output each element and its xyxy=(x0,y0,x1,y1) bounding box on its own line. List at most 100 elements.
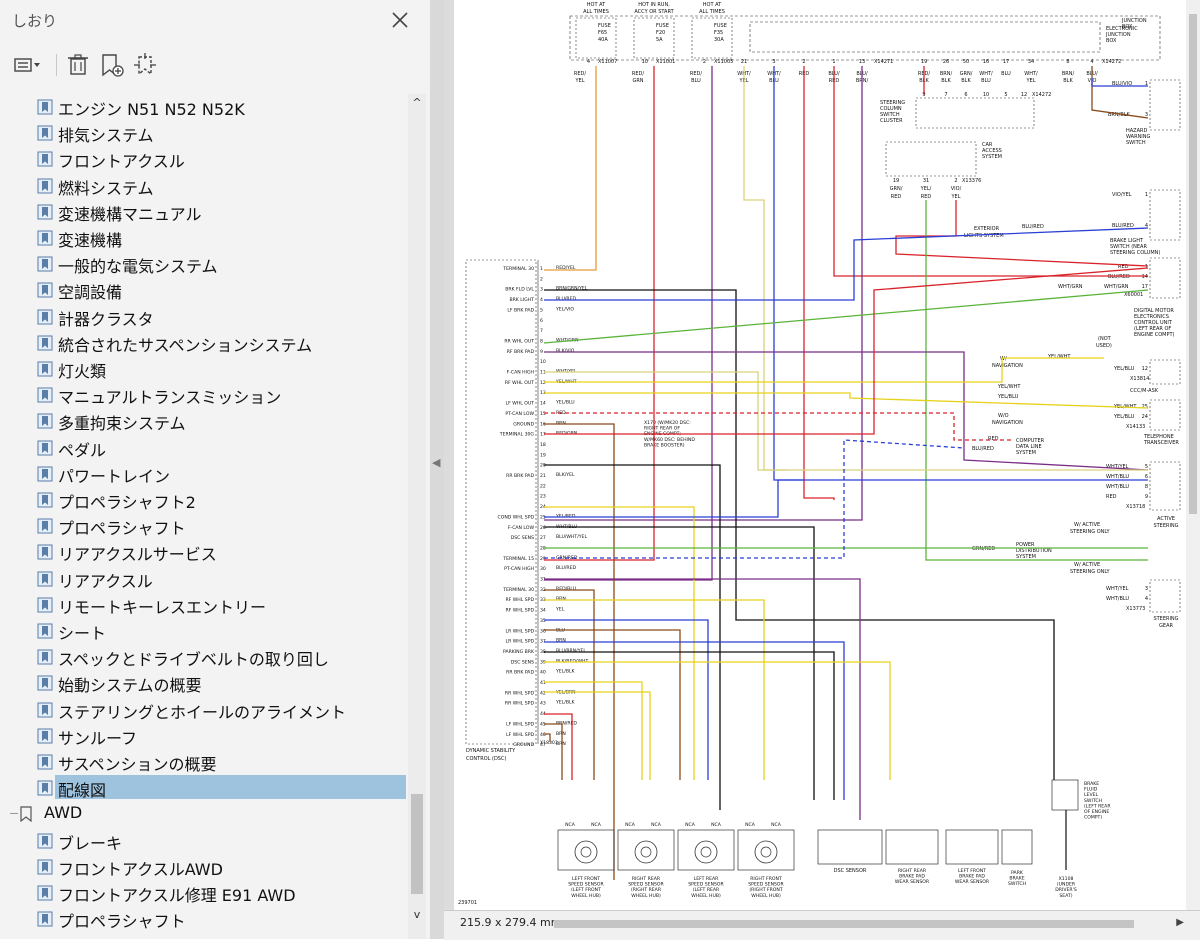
bookmark-item[interactable]: ペダル xyxy=(0,435,408,461)
bookmark-item[interactable]: 灯火類 xyxy=(0,356,408,382)
document-hscroll-thumb[interactable] xyxy=(554,920,1134,928)
close-icon[interactable] xyxy=(388,8,412,32)
wire-lf-brn-red xyxy=(544,713,573,780)
bookmark-item[interactable]: フロントアクスル xyxy=(0,146,408,172)
bookmark-item-selected[interactable]: 配線図 xyxy=(0,775,408,801)
bookmark-icon xyxy=(37,544,53,560)
document-hscroll[interactable]: ▶ xyxy=(534,917,1184,931)
dsc-wire-color: YEL/VIO xyxy=(555,306,574,312)
wire-blu-vio xyxy=(1091,78,1148,87)
nca-label: NCA xyxy=(711,822,722,828)
bookmark-item[interactable]: マニュアルトランスミッション xyxy=(0,382,408,408)
wire-color-label: VIO/ xyxy=(951,186,962,192)
bookmark-expand-icon[interactable] xyxy=(130,50,162,80)
fuse-id: F35 xyxy=(714,30,723,36)
bookmark-item[interactable]: 一般的な電気システム xyxy=(0,251,408,277)
dsc-wire-color: YEL/BLK xyxy=(555,700,576,706)
bookmark-item[interactable]: フロントアクスル修理 E91 AWD xyxy=(0,880,408,906)
bookmark-item[interactable]: ブレーキ xyxy=(0,828,408,854)
bookmark-item[interactable]: エンジン N51 N52 N52K xyxy=(0,94,408,120)
bookmark-outline-icon xyxy=(18,806,34,823)
x170-label: RIGHT REAR OF xyxy=(644,426,680,432)
bookmark-group-awd[interactable]: AWD xyxy=(0,801,408,827)
bookmark-item[interactable]: ステアリングとホイールのアライメント xyxy=(0,697,408,723)
bookmark-item[interactable]: 燃料システム xyxy=(0,173,408,199)
connector-pin: 10 xyxy=(983,92,989,98)
trash-icon[interactable] xyxy=(62,50,94,80)
bookmark-item[interactable]: サスペンションの概要 xyxy=(0,749,408,775)
bookmark-item[interactable]: パワートレイン xyxy=(0,461,408,487)
bookmark-icon xyxy=(37,466,53,482)
exterior-lights-label: LIGHTS SYSTEM xyxy=(964,233,1004,239)
dsc-pin-number: 25 xyxy=(540,514,546,520)
dsc-pin-number: 41 xyxy=(540,680,546,686)
bookmark-item[interactable]: プロペラシャフト2 xyxy=(0,487,408,513)
bookmark-label: 排気システム xyxy=(58,126,154,146)
wire-red-blu xyxy=(544,578,861,820)
bookmark-item[interactable]: フロントアクスルAWD xyxy=(0,854,408,880)
wire-color-label: BLK xyxy=(961,78,971,84)
connector-pin: 21 xyxy=(741,59,747,65)
speed-sensor-label: WHEEL HUB) xyxy=(631,893,661,899)
bookmark-item[interactable]: 多重拘束システム xyxy=(0,408,408,434)
connector-pin: 6 xyxy=(964,92,967,98)
scrollbar-thumb[interactable] xyxy=(411,794,423,894)
computer-data-label: COMPUTER xyxy=(1016,438,1045,444)
bookmark-item[interactable]: 変速機構 xyxy=(0,225,408,251)
brake-fluid-label: SWITCH xyxy=(1084,798,1102,804)
bookmark-item[interactable]: シート xyxy=(0,618,408,644)
speed-sensor-label: WHEEL HUB) xyxy=(751,893,781,899)
x1108-label: (UNDER xyxy=(1057,882,1076,888)
fuse-head: HOT AT xyxy=(587,2,606,8)
bookmark-item[interactable]: 排気システム xyxy=(0,120,408,146)
new-bookmark-icon[interactable] xyxy=(96,50,128,80)
bookmark-label: ブレーキ xyxy=(58,833,123,853)
fuse-connector: X11005 xyxy=(714,59,733,65)
wire-color-label: BLU/VIO xyxy=(1112,81,1132,87)
bookmark-item[interactable]: 変速機構マニュアル xyxy=(0,199,408,225)
scroll-right-icon[interactable]: ▶ xyxy=(1176,917,1184,928)
bookmark-item[interactable]: 始動システムの概要 xyxy=(0,670,408,696)
collapse-panel-icon[interactable]: ◀ xyxy=(432,456,441,469)
dsc-wire-color: BRN/RED xyxy=(556,720,577,726)
bookmark-item[interactable]: プロペラシャフト xyxy=(0,906,408,932)
scroll-up-icon[interactable]: ^ xyxy=(412,96,422,109)
bookmark-scrollbar[interactable]: ^ v xyxy=(408,94,426,939)
bookmark-item[interactable]: リアアクスル xyxy=(0,566,408,592)
bookmark-item[interactable]: リモートキーレスエントリー xyxy=(0,592,408,618)
wire-color-label: YEL/WHT xyxy=(1047,354,1071,360)
bookmarks-panel: しおり xyxy=(0,0,430,939)
wire-color-label: RED xyxy=(1118,264,1129,270)
wire-color-label: BLK xyxy=(1063,78,1073,84)
bookmark-item[interactable]: 統合されたサスペンションシステム xyxy=(0,330,408,356)
wire-color-label: BLU xyxy=(1001,71,1011,77)
dsc-pin-name: TERMINAL 30 xyxy=(502,266,534,272)
bookmark-label: 灯火類 xyxy=(58,362,107,381)
fuse-name: FUSE xyxy=(598,23,611,29)
brake-fluid-label: LEVEL xyxy=(1084,792,1099,798)
bookmark-item[interactable]: 計器クラスタ xyxy=(0,304,408,330)
bookmark-item[interactable]: スペックとドライブベルトの取り回し xyxy=(0,644,408,670)
fuse-amp: 30A xyxy=(714,37,724,43)
wire-color-label: BLU xyxy=(691,78,701,84)
panel-splitter[interactable]: ◀ xyxy=(430,0,444,939)
fuse-name: FUSE xyxy=(714,23,727,29)
bookmark-item[interactable]: プロペラシャフト xyxy=(0,513,408,539)
dsc-pin-number: 16 xyxy=(540,421,546,427)
connector-id: X60001 xyxy=(1124,292,1143,298)
wire-color-label: YEL xyxy=(575,78,585,84)
bookmark-label: 始動システムの概要 xyxy=(58,676,202,696)
electronic-junction-label: BOX xyxy=(1106,38,1117,44)
dsc-wire-color: BRN xyxy=(556,596,566,602)
bookmark-item[interactable]: サンルーフ xyxy=(0,723,408,749)
list-options-icon[interactable] xyxy=(12,50,44,80)
page-size: 215.9 x 279.4 mm xyxy=(460,916,562,929)
steering-column-switch xyxy=(915,97,1035,129)
document-vscroll-thumb[interactable] xyxy=(1189,14,1197,514)
computer-data-label: SYSTEM xyxy=(1016,450,1036,456)
dsc-pin-number: 13 xyxy=(540,390,546,396)
bookmark-item[interactable]: 空調設備 xyxy=(0,277,408,303)
bookmark-item[interactable]: リアアクスルサービス xyxy=(0,539,408,565)
document-vscroll[interactable] xyxy=(1186,0,1200,910)
scroll-down-icon[interactable]: v xyxy=(413,908,421,921)
